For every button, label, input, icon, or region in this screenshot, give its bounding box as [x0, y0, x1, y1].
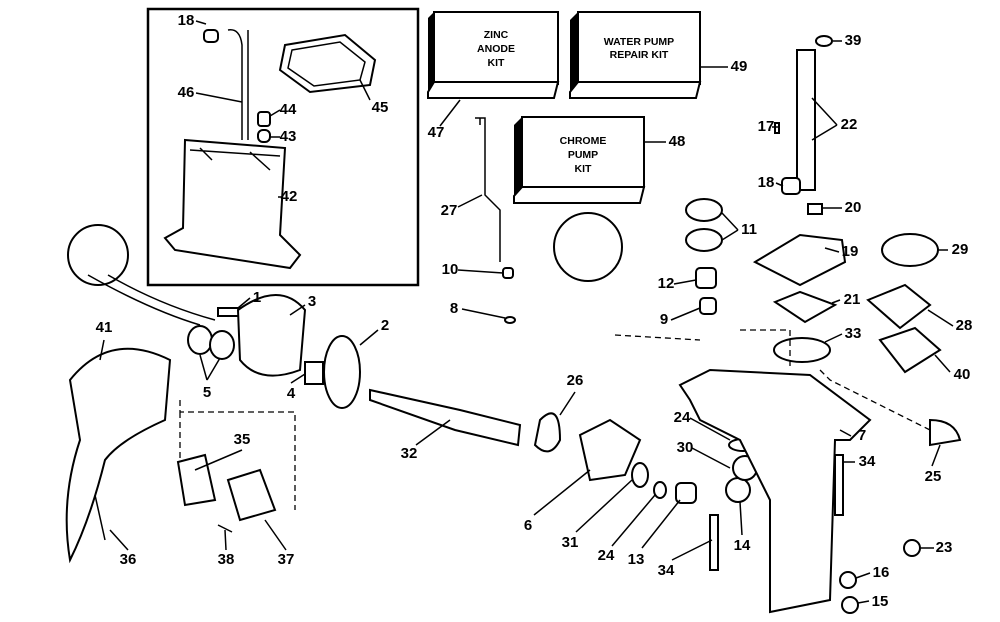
callout: 11	[741, 221, 757, 238]
water-pump-repair-kit: WATER PUMP REPAIR KIT	[569, 11, 702, 99]
callout: 34	[658, 562, 675, 579]
callout: 24	[598, 547, 615, 564]
callout: 18	[758, 174, 775, 191]
callout: 12	[658, 275, 675, 292]
chrome-pump-kit: CHROME PUMP KIT	[513, 116, 646, 204]
kit-label: ANODE	[477, 43, 515, 55]
callout: 18	[178, 12, 195, 29]
callout: 23	[936, 539, 953, 556]
callout: 44	[280, 101, 297, 118]
callout: 14	[734, 537, 751, 554]
callout: 8	[450, 300, 458, 317]
callout: 21	[844, 291, 861, 308]
callout: 13	[628, 551, 645, 568]
kit-label: ZINC	[484, 29, 509, 41]
kit-label: KIT	[488, 57, 506, 69]
callout: 42	[281, 188, 298, 205]
kit-label: WATER PUMP	[604, 36, 674, 48]
callout: 38	[218, 551, 235, 568]
callout: 3	[308, 293, 316, 310]
callout: 31	[562, 534, 579, 551]
callout: 6	[524, 517, 532, 534]
leader-lines	[99, 20, 954, 604]
callout: 46	[178, 84, 195, 101]
callout: 15	[872, 593, 889, 610]
callout: 49	[731, 58, 748, 75]
callout: 41	[96, 319, 113, 336]
callout: 5	[203, 384, 211, 401]
callout: 28	[956, 317, 973, 334]
callout: 7	[858, 427, 866, 444]
callout: 9	[660, 311, 668, 328]
callout: 30	[677, 439, 694, 456]
gasket-45	[278, 33, 377, 94]
callout: 39	[845, 32, 862, 49]
callout: 47	[428, 124, 445, 141]
callout: 2	[381, 317, 389, 334]
callout: 48	[669, 133, 686, 150]
callout: 20	[845, 199, 862, 216]
kit-label: PUMP	[568, 149, 598, 161]
callout: 35	[234, 431, 251, 448]
parts	[65, 35, 962, 614]
callout: 27	[441, 202, 458, 219]
callout: 25	[925, 468, 942, 485]
tube-46	[227, 29, 243, 140]
kit-label: REPAIR KIT	[610, 49, 669, 61]
callout-numbers: 18 46 44 43 45 42 47 27 10 8 49 48 39 22…	[96, 12, 973, 610]
callout: 33	[845, 325, 862, 342]
zinc-anode-kit: ZINC ANODE KIT	[427, 11, 560, 99]
callout: 24	[674, 409, 691, 426]
kit-label: CHROME	[560, 135, 607, 147]
callout: 26	[567, 372, 584, 389]
callout: 37	[278, 551, 295, 568]
callout: 10	[442, 261, 459, 278]
callout: 17	[758, 118, 775, 135]
callout: 36	[120, 551, 137, 568]
callout: 22	[841, 116, 858, 133]
exhaust-housing-42	[163, 138, 302, 270]
callout: 40	[954, 366, 971, 383]
callout: 19	[842, 243, 859, 260]
callout: 43	[280, 128, 297, 145]
inset-panel	[146, 7, 420, 287]
callout: 45	[372, 99, 389, 116]
callout: 34	[859, 453, 876, 470]
kit-label: KIT	[575, 163, 593, 175]
callout: 32	[401, 445, 418, 462]
callout: 1	[253, 289, 261, 306]
callout: 4	[287, 385, 296, 402]
callout: 16	[873, 564, 890, 581]
callout: 29	[952, 241, 969, 258]
